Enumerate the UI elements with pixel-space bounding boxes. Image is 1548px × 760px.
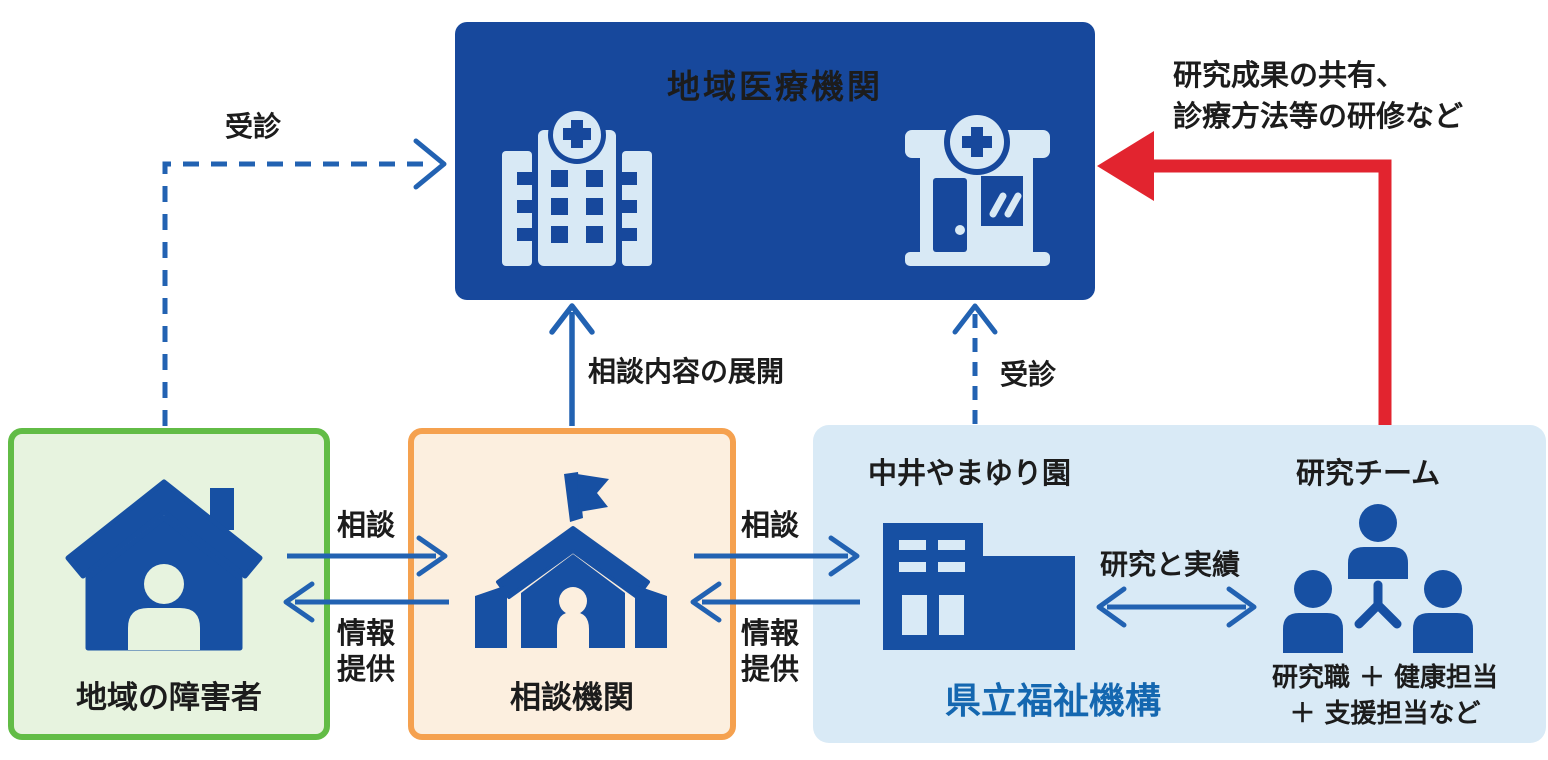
jushin-right-dashed-arrow [952,303,998,424]
soudan-left-label: 相談 [337,508,396,542]
consult-expand-label: 相談内容の展開 [588,355,785,388]
facility-name-label: 中井やまゆり園 [868,456,1072,490]
school-icon [475,472,667,648]
research-team-label: 研究チーム [1296,456,1441,490]
jouhou-left-label: 情報 提供 [337,616,396,686]
consult-expand-arrow [549,303,595,426]
jushin-right-label: 受診 [1000,358,1057,391]
jushin-left-label: 受診 [225,110,282,143]
medical-box-title: 地域医療機関 [667,67,883,106]
red-note-label: 研究成果の共有、 診療方法等の研修など [1173,58,1464,133]
red-training-arrow [1097,131,1392,425]
jushin-left-dashed-arrow [162,138,447,426]
clinic-icon [905,112,1050,266]
research-team-icon [1283,504,1473,653]
house-person-icon [65,479,263,651]
community-box-label: 地域の障害者 [76,680,262,716]
research-results-label: 研究と実績 [1100,548,1241,581]
team-members-label: 研究職 ＋ 健康担当 ＋ 支援担当など [1271,663,1499,729]
jouhou-right-label: 情報 提供 [741,616,800,686]
consult-box-label: 相談機関 [510,680,634,716]
soudan-right-label: 相談 [741,508,800,542]
welfare-org-label: 県立福祉機構 [945,681,1162,722]
hospital-icon [502,108,652,266]
facility-building-icon [883,523,1075,650]
